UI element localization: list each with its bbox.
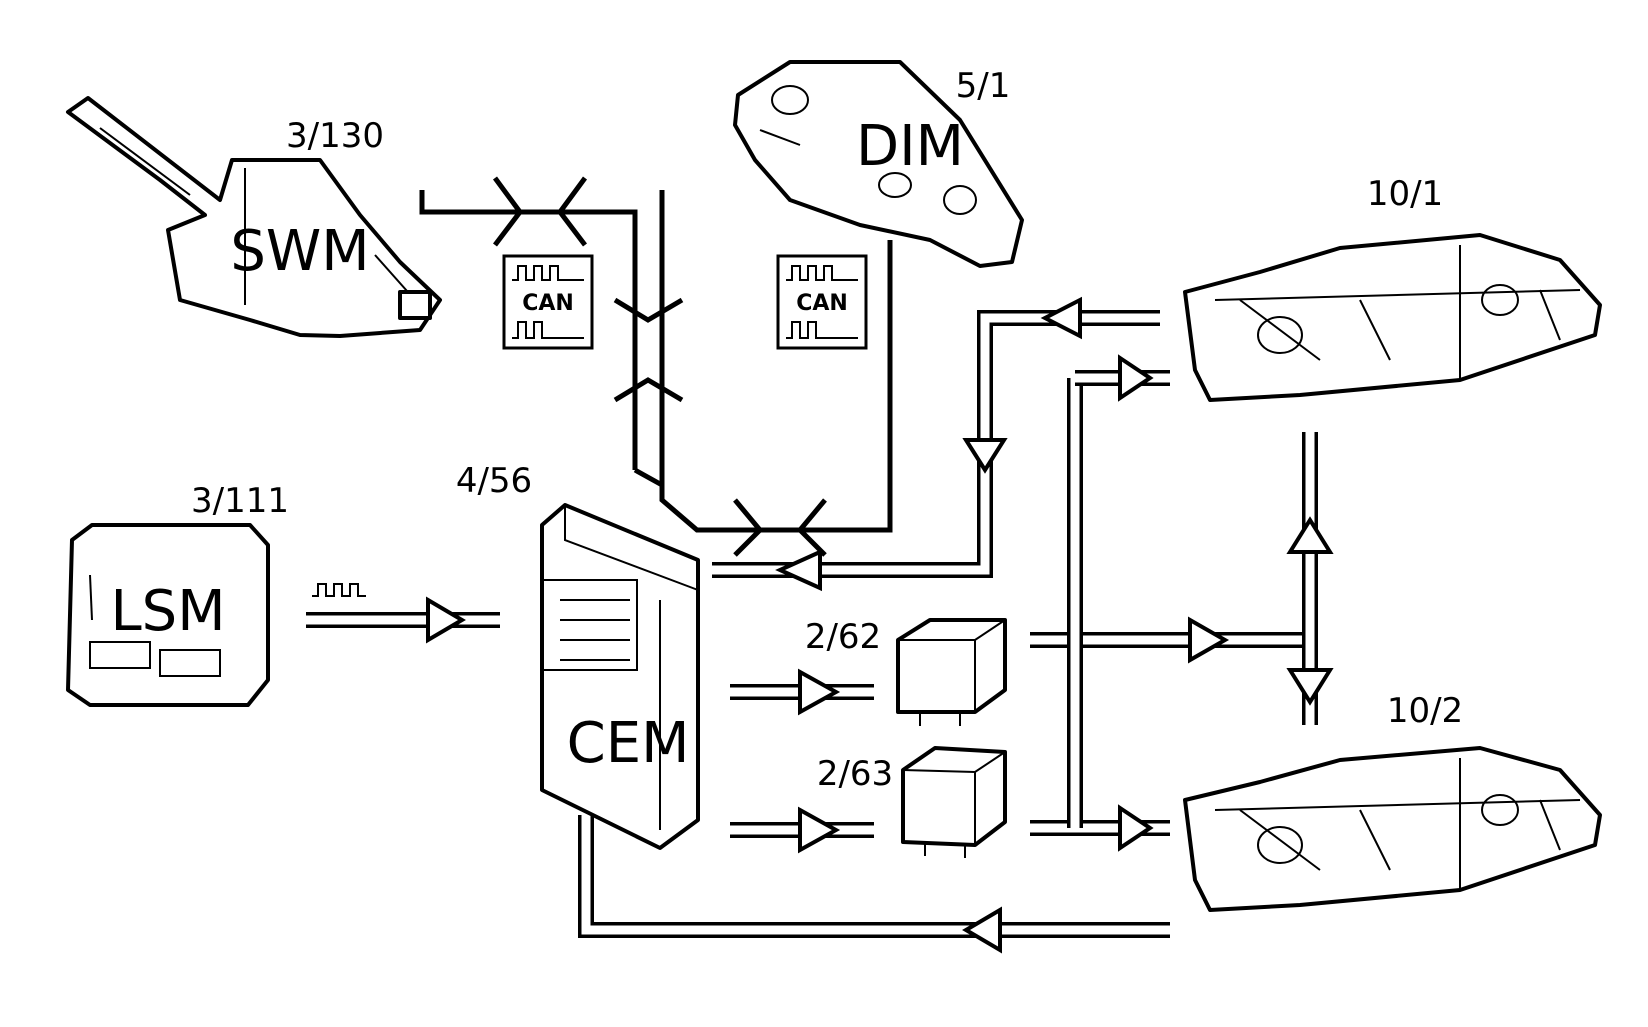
can-badge-label: CAN bbox=[796, 291, 848, 316]
headlamp-left-ref-label: 10/1 bbox=[1367, 174, 1443, 214]
headlamp-10-2: 10/2 bbox=[1183, 691, 1602, 912]
central-electronic-module: CEM 4/56 bbox=[456, 461, 700, 850]
steering-wheel-module: SWM 3/130 bbox=[66, 96, 442, 338]
lsm-ref-label: 3/111 bbox=[191, 481, 289, 521]
can-badge-label: CAN bbox=[522, 291, 574, 316]
relay-1-ref-label: 2/62 bbox=[805, 617, 881, 657]
can-badge: CAN bbox=[776, 254, 868, 350]
driver-information-module: DIM 5/1 bbox=[733, 60, 1024, 268]
swm-ref-label: 3/130 bbox=[286, 116, 384, 156]
cem-acronym: CEM bbox=[567, 711, 690, 776]
relay-2-ref-label: 2/63 bbox=[817, 754, 893, 794]
headlamp-right-ref-label: 10/2 bbox=[1387, 691, 1463, 731]
relay-2-63: 2/63 bbox=[817, 746, 1007, 858]
can-network bbox=[419, 176, 893, 557]
cem-ref-label: 4/56 bbox=[456, 461, 532, 501]
dim-ref-label: 5/1 bbox=[956, 66, 1011, 106]
flow-arrows bbox=[426, 296, 1334, 954]
lsm-acronym: LSM bbox=[110, 579, 225, 644]
pulse-signal-icon bbox=[312, 583, 366, 597]
swm-acronym: SWM bbox=[230, 219, 369, 284]
relay-2-62: 2/62 bbox=[805, 617, 1007, 726]
dim-acronym: DIM bbox=[856, 114, 964, 179]
can-badge: CAN bbox=[502, 254, 594, 350]
light-switch-module: LSM 3/111 bbox=[66, 481, 289, 707]
headlamp-10-1: 10/1 bbox=[1183, 174, 1602, 402]
